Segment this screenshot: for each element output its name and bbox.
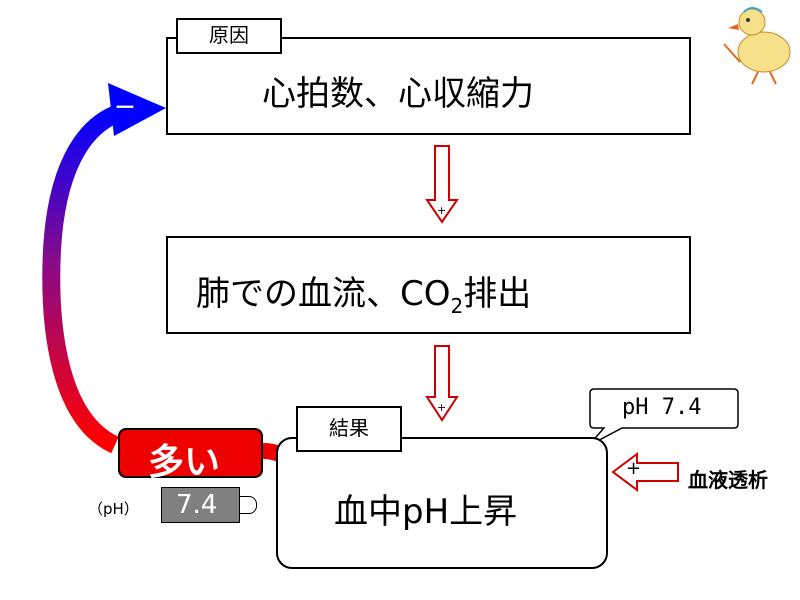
link-sign-cause-to-middle: + [437,204,447,217]
dialysis-arrow [611,452,679,492]
middle-text-subscript: 2 [450,294,464,318]
cause-text: 心拍数、心収縮力 [262,74,534,114]
callout-bubble [587,388,739,447]
gauge-cap [239,496,257,514]
feedback-arrow-head [108,83,166,136]
callout-text: pH 7.4 [622,395,702,420]
link-arrow-cause-to-middle [425,145,459,224]
gauge-value: 7.4 [176,490,218,520]
link-sign-middle-to-effect: + [437,401,447,414]
middle-box [166,236,691,334]
duck-icon [723,7,791,85]
gauge-unit-label: （pH） [88,500,139,518]
dialysis-label: 血液透析 [688,468,768,492]
link-arrow-middle-to-effect [425,345,459,422]
effect-box [276,437,608,569]
middle-text: 肺での血流、CO2排出 [196,266,532,318]
cause-tag: 原因 [176,18,282,54]
dialysis-plus-sign: + [626,458,642,479]
feedback-arrow-band [42,103,126,454]
effect-text: 血中pH上昇 [334,492,518,532]
gauge-body: 7.4 [161,487,240,523]
feedback-label-text: 多い [148,442,221,483]
middle-text-prefix: 肺での血流、CO [196,274,451,314]
effect-tag: 結果 [296,406,402,452]
middle-text-suffix: 排出 [463,274,532,314]
feedback-label-badge: 多い [118,428,263,483]
feedback-minus-sign: － [114,96,137,121]
